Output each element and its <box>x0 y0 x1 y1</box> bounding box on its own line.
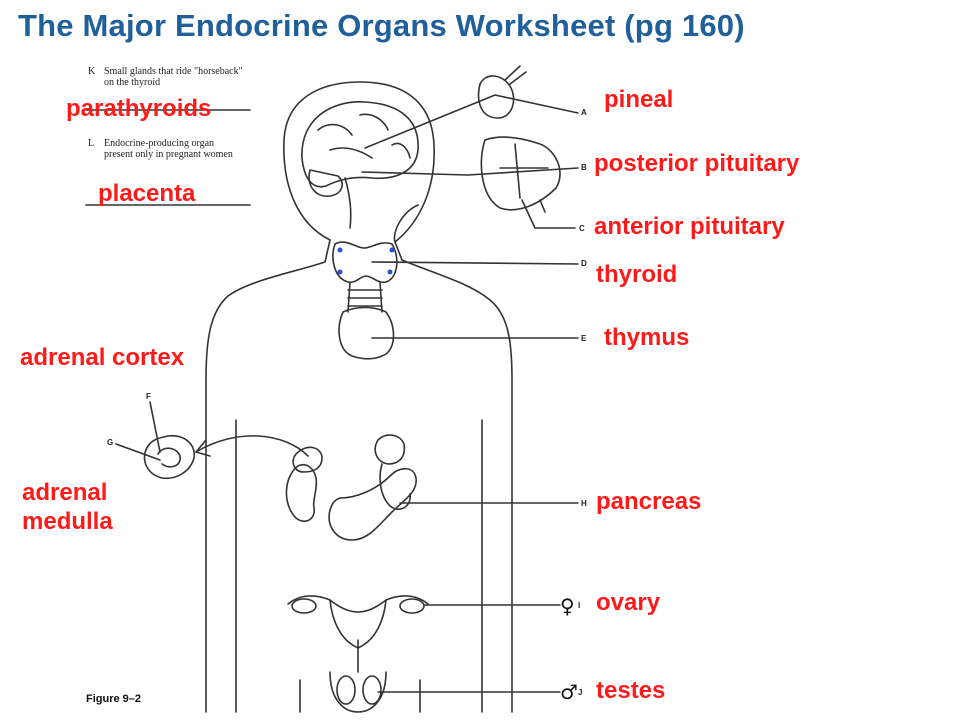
page-title: The Major Endocrine Organs Worksheet (pg… <box>18 8 745 43</box>
letter-f: F <box>146 392 151 401</box>
body-outline-left <box>205 239 331 713</box>
left-kidney <box>285 463 318 523</box>
parathyroid-dot <box>337 269 343 275</box>
pituitary-inset <box>480 136 561 211</box>
parathyroid-dot <box>337 247 343 253</box>
fallopian-tubes <box>287 595 429 605</box>
right-kidney <box>379 463 411 510</box>
leader-f <box>149 401 161 453</box>
k-description: Small glands that ride "horseback" on th… <box>104 66 243 88</box>
leader-d <box>371 261 579 265</box>
label-adrenal-cortex: adrenal cortex <box>20 344 185 371</box>
label-ovary: ovary <box>596 589 661 616</box>
pineal-inset <box>477 65 527 119</box>
letter-d: D <box>581 259 587 268</box>
leader-c <box>521 199 576 229</box>
arrow-curve <box>195 435 309 457</box>
leader-g <box>115 443 161 461</box>
label-placenta: placenta <box>98 180 196 207</box>
label-thyroid: thyroid <box>596 261 678 288</box>
adrenal-inset <box>143 434 195 480</box>
body-outline <box>283 81 513 713</box>
thyroid <box>332 241 398 284</box>
right-testis <box>362 675 382 705</box>
pancreas <box>328 467 417 541</box>
letter-b: B <box>581 163 587 172</box>
neck-right-line <box>393 204 419 243</box>
label-testes: testes <box>596 677 666 704</box>
letter-j: J <box>578 688 583 697</box>
label-anterior-pituitary: anterior pituitary <box>594 213 785 240</box>
letter-c: C <box>579 224 585 233</box>
letter-i: I <box>578 601 581 610</box>
figure-caption: Figure 9–2 <box>86 693 142 705</box>
arrow-head <box>195 439 211 457</box>
letter-g: G <box>107 438 114 447</box>
left-adrenal <box>292 446 323 473</box>
male-symbol-icon: ♂ <box>560 680 578 704</box>
scrotum <box>329 671 387 713</box>
leader-a <box>364 94 579 149</box>
parathyroid-dot <box>387 269 393 275</box>
k-letter: K <box>88 66 96 77</box>
label-thymus: thymus <box>604 324 690 351</box>
left-ovary <box>291 598 317 614</box>
left-testis <box>336 675 356 705</box>
label-pineal: pineal <box>604 86 674 113</box>
label-parathyroids: parathyroids <box>66 95 212 122</box>
thymus <box>338 306 395 360</box>
label-pancreas: pancreas <box>596 488 702 515</box>
parathyroid-dot <box>389 247 395 253</box>
l-description: Endocrine-producing organ present only i… <box>104 138 233 160</box>
l-letter: L <box>88 138 95 149</box>
brainstem <box>344 177 352 229</box>
right-ovary <box>399 598 425 614</box>
label-posterior-pituitary: posterior pituitary <box>594 150 800 177</box>
label-adrenal-medulla: adrenal medulla <box>22 479 113 535</box>
letter-h: H <box>581 499 587 508</box>
crotch-line <box>299 679 421 713</box>
letter-e: E <box>581 334 587 343</box>
leader-b <box>361 167 579 176</box>
female-symbol-icon: ♀ <box>560 594 575 618</box>
letter-a: A <box>581 108 587 117</box>
cerebellum <box>308 169 343 197</box>
brain <box>301 101 419 188</box>
right-adrenal <box>374 434 406 465</box>
trachea <box>347 281 383 313</box>
